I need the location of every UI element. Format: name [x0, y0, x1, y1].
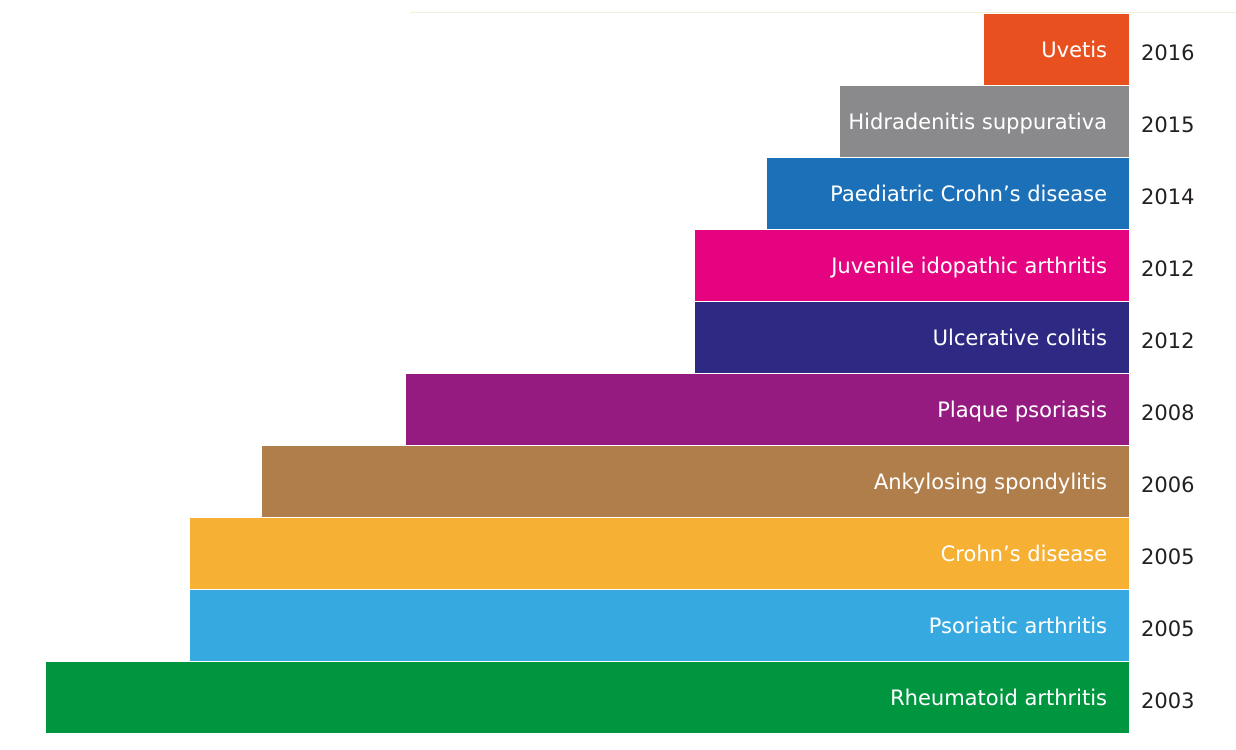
bar-label-1: Hidradenitis suppurativa [848, 110, 1107, 134]
bar-7 [190, 518, 1129, 589]
year-label-4: 2012 [1141, 329, 1195, 353]
bar-label-9: Rheumatoid arthritis [890, 686, 1107, 710]
bar-0 [984, 14, 1129, 85]
bar-label-4: Ulcerative colitis [932, 326, 1107, 350]
bar-label-2: Paediatric Crohn’s disease [830, 182, 1107, 206]
bar-label-0: Uvetis [1041, 38, 1107, 62]
bar-9 [46, 662, 1129, 733]
bar-label-7: Crohn’s disease [940, 542, 1107, 566]
year-label-8: 2005 [1141, 617, 1195, 641]
bar-3 [695, 230, 1129, 301]
bar-1 [840, 86, 1129, 157]
bar-label-6: Ankylosing spondylitis [873, 470, 1107, 494]
bar-2 [767, 158, 1129, 229]
year-label-5: 2008 [1141, 401, 1195, 425]
bar-8 [190, 590, 1129, 661]
bar-6 [262, 446, 1129, 517]
bar-label-8: Psoriatic arthritis [928, 614, 1107, 638]
bar-label-5: Plaque psoriasis [937, 398, 1107, 422]
year-label-9: 2003 [1141, 689, 1195, 713]
year-label-3: 2012 [1141, 257, 1195, 281]
year-label-7: 2005 [1141, 545, 1195, 569]
top-rule [410, 12, 1236, 13]
bar-5 [406, 374, 1129, 445]
year-label-0: 2016 [1141, 41, 1195, 65]
year-label-6: 2006 [1141, 473, 1195, 497]
bar-label-3: Juvenile idopathic arthritis [831, 254, 1107, 278]
year-label-2: 2014 [1141, 185, 1195, 209]
year-label-1: 2015 [1141, 113, 1195, 137]
bar-4 [695, 302, 1129, 373]
